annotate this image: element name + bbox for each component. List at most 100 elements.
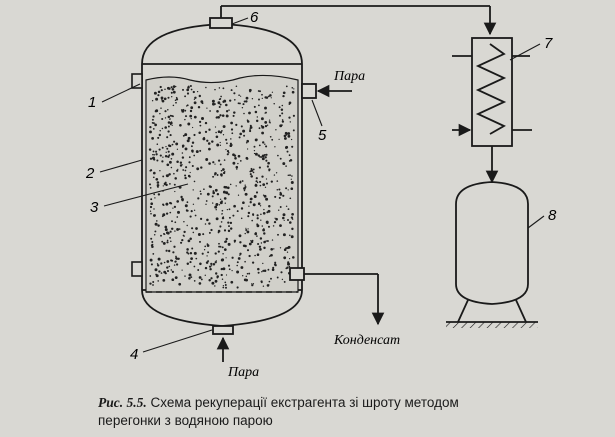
- meal-grain: [282, 94, 285, 98]
- meal-grain: [259, 90, 261, 93]
- meal-grain: [181, 164, 183, 166]
- meal-grain: [260, 125, 263, 127]
- meal-grain: [164, 272, 167, 275]
- meal-grain: [257, 242, 260, 246]
- meal-grain: [251, 239, 254, 242]
- meal-grain: [189, 171, 191, 174]
- meal-grain: [211, 140, 214, 143]
- meal-grain: [165, 151, 167, 153]
- meal-grain: [152, 171, 156, 175]
- meal-grain: [265, 240, 268, 242]
- meal-grain: [232, 161, 236, 165]
- meal-grain: [246, 230, 250, 234]
- meal-grain: [166, 260, 170, 263]
- meal-grain: [218, 204, 221, 206]
- meal-grain: [270, 253, 273, 257]
- meal-grain: [198, 282, 202, 285]
- meal-grain: [287, 208, 290, 211]
- meal-grain: [206, 107, 208, 109]
- meal-grain: [164, 225, 168, 229]
- meal-grain: [231, 132, 234, 135]
- meal-grain: [190, 145, 193, 148]
- meal-grain: [210, 277, 213, 280]
- meal-grain: [191, 164, 194, 168]
- meal-grain: [224, 281, 227, 284]
- meal-grain: [214, 172, 217, 175]
- meal-grain: [239, 132, 242, 136]
- condensate-label: Конденсат: [333, 333, 400, 348]
- meal-grain: [214, 163, 216, 165]
- meal-grain: [193, 265, 196, 268]
- meal-grain: [225, 103, 228, 107]
- meal-grain: [158, 133, 161, 137]
- meal-grain: [173, 205, 177, 209]
- meal-grain: [172, 85, 176, 88]
- meal-grain: [248, 272, 251, 275]
- meal-grain: [186, 92, 190, 95]
- meal-grain: [257, 267, 260, 271]
- meal-grain: [278, 106, 281, 109]
- meal-grain: [266, 165, 270, 168]
- meal-grain: [156, 181, 160, 184]
- meal-grain: [219, 144, 222, 146]
- meal-grain: [266, 240, 269, 242]
- meal-grain: [175, 263, 179, 266]
- meal-grain: [218, 245, 221, 248]
- meal-grain: [279, 224, 282, 227]
- meal-grain: [181, 145, 184, 148]
- meal-grain: [262, 211, 266, 215]
- meal-grain: [180, 241, 183, 244]
- meal-grain: [176, 227, 180, 231]
- meal-grain: [187, 136, 191, 140]
- meal-grain: [152, 284, 154, 286]
- meal-grain: [235, 123, 238, 126]
- meal-grain: [283, 280, 286, 283]
- meal-grain: [275, 217, 278, 221]
- meal-grain: [232, 214, 235, 217]
- meal-grain: [171, 114, 173, 117]
- meal-grain: [161, 127, 164, 130]
- meal-grain: [243, 112, 245, 115]
- meal-grain: [245, 229, 248, 231]
- meal-grain: [161, 240, 164, 243]
- meal-grain: [217, 130, 221, 133]
- meal-grain: [171, 152, 175, 156]
- meal-grain: [252, 168, 255, 171]
- meal-grain: [182, 169, 185, 171]
- meal-grain: [245, 96, 249, 100]
- meal-grain: [195, 227, 198, 230]
- meal-grain: [248, 111, 251, 115]
- meal-grain: [161, 146, 164, 149]
- meal-grain: [229, 221, 233, 225]
- vapor-line: [209, 5, 497, 36]
- meal-grain: [256, 214, 259, 217]
- meal-grain: [219, 198, 222, 200]
- meal-grain: [184, 174, 187, 177]
- meal-grain: [172, 90, 176, 94]
- meal-grain: [208, 222, 211, 225]
- meal-grain: [256, 217, 259, 220]
- meal-grain: [212, 191, 216, 195]
- meal-grain: [170, 240, 172, 243]
- meal-grain: [229, 99, 232, 102]
- meal-grain: [212, 161, 215, 164]
- meal-grain: [220, 169, 223, 172]
- meal-grain: [288, 265, 291, 268]
- meal-grain: [228, 208, 231, 211]
- meal-grain: [192, 189, 194, 191]
- meal-grain: [166, 163, 170, 167]
- meal-grain: [154, 268, 158, 272]
- meal-grain: [197, 233, 201, 236]
- meal-grain: [267, 161, 270, 165]
- meal-grain: [241, 106, 244, 109]
- meal-grain: [202, 233, 205, 236]
- meal-grain: [211, 195, 214, 198]
- meal-grain: [199, 262, 202, 266]
- meal-grain: [240, 217, 243, 220]
- meal-grain: [214, 285, 216, 287]
- meal-grain: [216, 143, 220, 147]
- meal-grain: [203, 249, 206, 251]
- meal-grain: [230, 121, 233, 125]
- meal-grain: [286, 218, 290, 222]
- meal-grain: [224, 202, 227, 204]
